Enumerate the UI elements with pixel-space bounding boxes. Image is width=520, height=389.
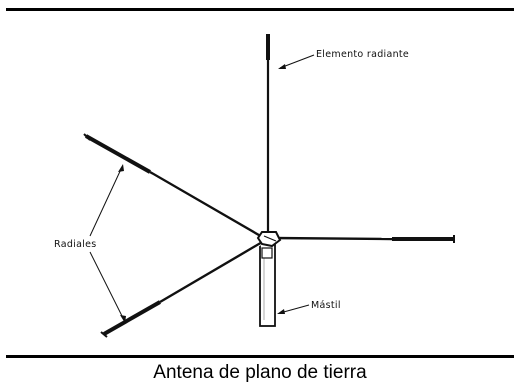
- figure-caption: Antena de plano de tierra: [153, 362, 367, 383]
- radials-label: Radiales: [54, 239, 97, 250]
- radial-lower-left: [100, 239, 265, 338]
- mast: [259, 243, 276, 327]
- bottom-rule: [6, 355, 514, 358]
- junction-hub: [256, 231, 282, 248]
- radiating-element-label: Elemento radiante: [316, 49, 409, 60]
- radial-upper-left: [83, 133, 265, 240]
- label-radiating-element: Elemento radiante: [278, 49, 409, 69]
- radiating-element: [266, 34, 271, 235]
- mast-label: Mástil: [311, 300, 341, 311]
- label-mast: Mástil: [277, 300, 341, 314]
- top-rule: [6, 8, 514, 11]
- label-radials: Radiales: [54, 164, 126, 323]
- radial-right: [271, 235, 455, 243]
